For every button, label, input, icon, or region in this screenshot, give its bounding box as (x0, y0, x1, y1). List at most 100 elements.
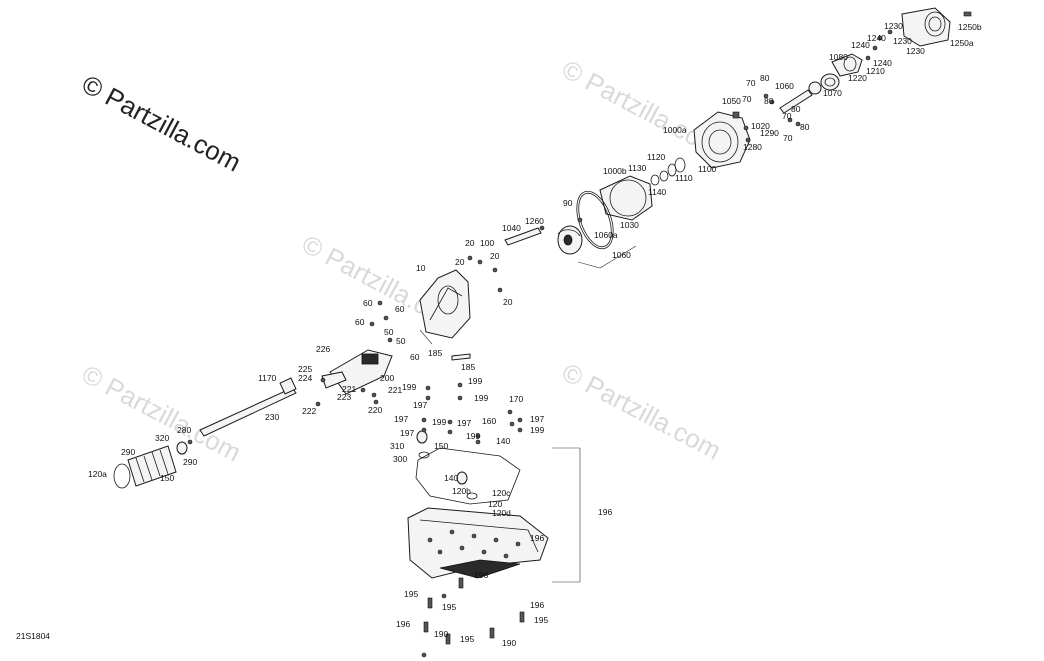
callout-label: 199 (466, 431, 480, 441)
callout-label: 140 (496, 436, 510, 446)
callout-label: 290 (121, 447, 135, 457)
callout-label: 1140 (648, 187, 667, 197)
cone-part (831, 29, 893, 77)
fasteners-bottom (421, 577, 525, 658)
callout-label: 222 (302, 406, 316, 416)
callout-label: 320 (155, 433, 169, 443)
callout-label: 1230 (884, 21, 903, 31)
callout-label: 197 (400, 428, 414, 438)
callout-label: 185 (428, 348, 442, 358)
venturi-part (901, 7, 972, 47)
callout-label: 140 (444, 473, 458, 483)
callout-label: 310 (390, 441, 404, 451)
callout-label: 120d (492, 508, 511, 518)
callout-label: 195 (404, 589, 418, 599)
callout-label: 220 (368, 405, 382, 415)
callout-label: 1060 (612, 250, 631, 260)
diagram-code: 21S1804 (16, 631, 50, 641)
callout-label: 1060 (775, 81, 794, 91)
callout-label: 120c (492, 488, 511, 498)
callout-label: 120b (452, 486, 471, 496)
callout-label: 195 (460, 634, 474, 644)
callout-label: 1080 (829, 52, 848, 62)
callout-label: 221 (388, 385, 402, 395)
callout-label: 120a (88, 469, 107, 479)
callout-label: 1220 (848, 73, 867, 83)
callout-label: 225 (298, 364, 312, 374)
callout-label: 1250b (958, 22, 982, 32)
callout-label: 196 (530, 600, 544, 610)
callout-label: 199 (474, 393, 488, 403)
gasket-part (415, 430, 521, 505)
callout-label: 80 (800, 122, 810, 132)
callout-label: 1230 (893, 36, 912, 46)
callout-label: 1070 (823, 88, 842, 98)
callout-label: 196 (530, 533, 544, 543)
callout-label: 1000a (663, 125, 687, 135)
callout-label: 1250a (950, 38, 974, 48)
callout-label: 150 (434, 441, 448, 451)
callout-label: 170 (509, 394, 523, 404)
callout-label: 280 (177, 425, 191, 435)
parts-artwork (113, 7, 972, 658)
callout-label: 80 (760, 73, 770, 83)
callout-label: 60 (410, 352, 420, 362)
watermark-main: © Partzilla.com (77, 69, 246, 178)
callout-label: 223 (337, 392, 351, 402)
callout-label: 199 (432, 417, 446, 427)
callout-label: 290 (183, 457, 197, 467)
callout-label: 199 (468, 376, 482, 386)
o-rings-part (650, 157, 686, 186)
callout-label: 197 (530, 414, 544, 424)
callout-labels: 1250b 1230 1250a 1240 1230 1230 1080 124… (88, 21, 982, 648)
bracket-part (504, 225, 545, 246)
callout-label: 300 (393, 454, 407, 464)
callout-label: 1130 (628, 163, 647, 173)
callout-label: 197 (413, 400, 427, 410)
callout-label: 1280 (743, 142, 762, 152)
callout-label: 1000b (603, 166, 627, 176)
callout-label: 185 (461, 362, 475, 372)
callout-label: 1240 (867, 33, 886, 43)
callout-label: 1260 (525, 216, 544, 226)
callout-label: 80 (764, 96, 774, 106)
callout-label: 196 (598, 507, 612, 517)
callout-label: 60 (395, 304, 405, 314)
callout-label: 199 (530, 425, 544, 435)
callout-label: 1110 (675, 173, 693, 183)
callout-label: 197 (457, 418, 471, 428)
callout-label: 1240 (873, 58, 892, 68)
callout-label: 1210 (866, 66, 885, 76)
callout-label: 160 (482, 416, 496, 426)
callout-label: 230 (265, 412, 279, 422)
callout-label: 200 (380, 373, 394, 383)
callout-label: 221 (342, 384, 356, 394)
callout-label: 195 (534, 615, 548, 625)
callout-label: 50 (384, 327, 394, 337)
group-bracket-1060 (577, 245, 637, 269)
callout-label: 1230 (906, 46, 925, 56)
callout-label: 20 (465, 238, 475, 248)
callout-label: 150 (160, 473, 174, 483)
callout-label: 60 (363, 298, 373, 308)
callout-label: 190 (434, 629, 448, 639)
callout-label: 90 (563, 198, 573, 208)
bearing-part (808, 73, 840, 95)
callout-label: 224 (298, 373, 312, 383)
large-ring-part (576, 190, 614, 250)
callout-label: 10 (416, 263, 426, 273)
callout-label: 20 (503, 297, 513, 307)
callout-label: 50 (396, 336, 406, 346)
ride-plate-part (407, 507, 549, 579)
callout-label: 80 (791, 104, 801, 114)
callout-label: 100 (480, 238, 494, 248)
pump-shaft-part (763, 89, 813, 127)
callout-label: 1060a (594, 230, 618, 240)
driveshaft-part (113, 377, 297, 489)
callout-label: 70 (783, 133, 793, 143)
callout-label: 60 (355, 317, 365, 327)
callout-label: 20 (490, 251, 500, 261)
pump-housing-part (693, 111, 751, 169)
callout-label: 1170 (258, 373, 277, 383)
